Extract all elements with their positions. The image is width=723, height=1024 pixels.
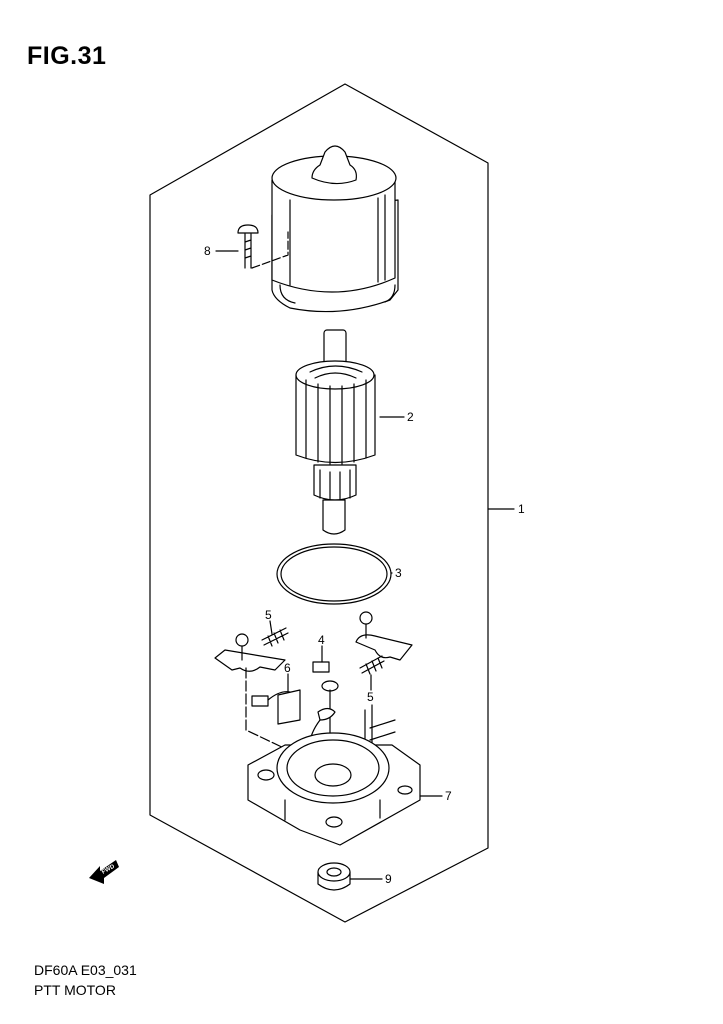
o-ring: [276, 543, 392, 605]
assembly-frame: [149, 83, 489, 923]
figure-code: DF60A E03_031: [34, 962, 137, 978]
callout-2: 2: [407, 410, 414, 424]
callout-1: 1: [518, 502, 525, 516]
callout-7: 7: [445, 789, 452, 803]
callout-3: 3: [395, 566, 402, 580]
callout-5a: 5: [265, 608, 272, 622]
fwd-arrow-icon: FWD: [89, 860, 119, 884]
motor-housing: [271, 145, 399, 313]
callout-8: 8: [204, 244, 211, 258]
brush-plate-parts: [214, 611, 413, 771]
leader-lines: [215, 250, 515, 880]
figure-name: PTT MOTOR: [34, 982, 116, 998]
screw: [237, 224, 289, 269]
oil-seal: [317, 862, 351, 891]
callout-6: 6: [284, 661, 291, 675]
brush-holder-base: [247, 732, 421, 846]
callout-5b: 5: [367, 690, 374, 704]
armature: [295, 329, 376, 535]
figure-title: FIG.31: [27, 42, 107, 70]
callout-9: 9: [385, 872, 392, 886]
callout-4: 4: [318, 633, 325, 647]
